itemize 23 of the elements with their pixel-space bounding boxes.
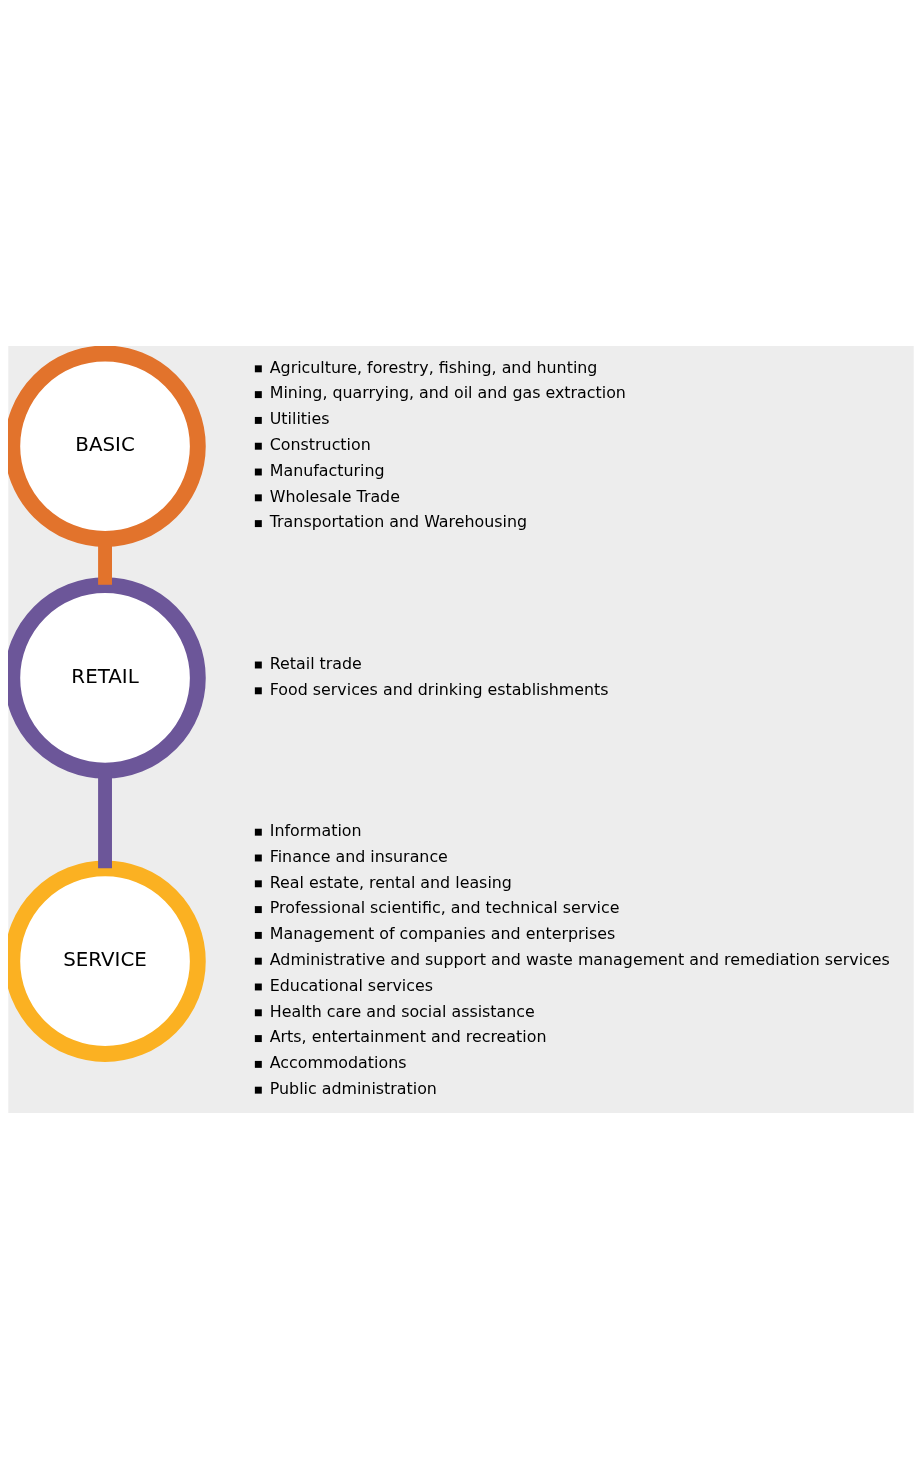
node-label: Food services and drinking establishments (269, 679, 609, 699)
node-label: Manufacturing (269, 460, 385, 480)
node-circle: BASIC (8, 345, 206, 547)
node-label: Arts, entertainment and recreation (269, 1026, 547, 1046)
node-label: Information (269, 820, 362, 840)
node-label: Agriculture, forestry, fishing, and hunting (269, 357, 598, 377)
node-label: Administrative and support and waste management and remediation services (269, 949, 890, 969)
node-label: Professional scientific, and technical service (269, 897, 620, 917)
node-label: Public administration (269, 1078, 437, 1098)
node-label: Retail trade (269, 653, 362, 673)
node-label: Management of companies and enterprises (269, 923, 616, 943)
node-label: Educational services (269, 975, 433, 995)
node-label: Accommodations (269, 1052, 407, 1072)
node-label: Utilities (269, 408, 330, 428)
node-label: Finance and insurance (269, 846, 448, 866)
node-label: Transportation and Warehousing (269, 511, 528, 531)
node-label: Health care and social assistance (269, 1001, 535, 1021)
node-label: Construction (269, 434, 371, 454)
node-label: Mining, quarrying, and oil and gas extraction (269, 382, 626, 402)
node-label: Real estate, rental and leasing (269, 872, 512, 892)
node-circle: RETAIL (8, 576, 206, 779)
node-label: Wholesale Trade (269, 486, 400, 506)
node-circle: SERVICE (8, 859, 206, 1062)
